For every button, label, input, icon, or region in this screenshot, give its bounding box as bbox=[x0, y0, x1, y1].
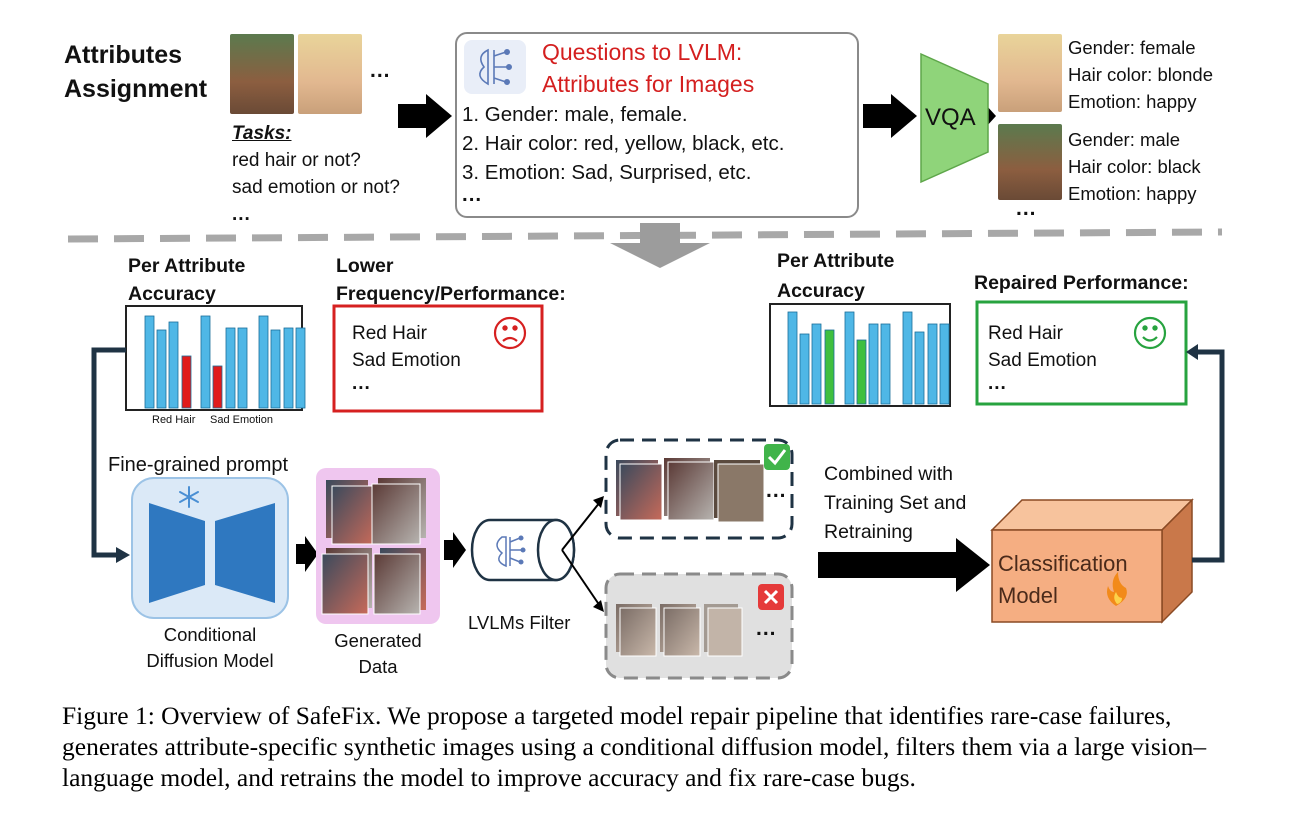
arrow-to-classification bbox=[818, 538, 990, 592]
fire-icon bbox=[1107, 572, 1127, 606]
arrow-to-diffusion bbox=[91, 347, 126, 558]
tasks-label: Tasks: bbox=[232, 123, 292, 144]
lower-performance-box bbox=[332, 304, 544, 413]
lower-performance-list: Red Hair Sad Emotion ... bbox=[352, 323, 461, 394]
classification-model-box bbox=[990, 498, 1194, 624]
accuracy-bar bbox=[258, 315, 269, 409]
repaired-performance-title: Repaired Performance: bbox=[974, 272, 1189, 294]
input-face-image-2 bbox=[298, 34, 362, 114]
rejected-images bbox=[616, 604, 743, 657]
questions-list: 1. Gender: male, female. 2. Hair color: … bbox=[462, 100, 785, 206]
arrow-to-repaired bbox=[1192, 349, 1225, 563]
accuracy-bar bbox=[168, 321, 179, 409]
left-tick-red-hair: Red Hair bbox=[152, 414, 196, 426]
accuracy-bar bbox=[914, 331, 925, 405]
left-tick-sad-emotion: Sad Emotion bbox=[210, 414, 273, 426]
rejected-ellipsis: ... bbox=[756, 617, 777, 640]
accuracy-bar bbox=[939, 323, 950, 405]
generated-data-label: Generated Data bbox=[334, 630, 422, 677]
diffusion-decoder bbox=[215, 503, 275, 603]
tasks-block: Tasks: red hair or not? sad emotion or n… bbox=[232, 120, 400, 228]
reject-icon bbox=[758, 584, 784, 610]
filter-brain-icon bbox=[496, 535, 526, 568]
lower-performance-title: Lower Frequency/Performance: bbox=[336, 255, 566, 305]
result-attributes-1: Gender: female Hair color: blonde Emotio… bbox=[1068, 37, 1213, 112]
snowflake-icon bbox=[179, 486, 199, 508]
lvlm-filter-label: LVLMs Filter bbox=[468, 612, 571, 633]
task-item: sad emotion or not? bbox=[232, 177, 400, 198]
check-icon bbox=[764, 444, 790, 470]
diffusion-encoder bbox=[149, 503, 205, 603]
result-face-image-2 bbox=[998, 124, 1062, 200]
combined-retraining-label: Combined with Training Set and Retrainin… bbox=[824, 463, 967, 543]
vqa-block bbox=[920, 52, 989, 184]
tasks-ellipsis: ... bbox=[232, 204, 251, 225]
accepted-ellipsis: ... bbox=[766, 479, 787, 502]
figure-caption: Figure 1: Overview of SafeFix. We propos… bbox=[62, 701, 1207, 792]
down-arrow bbox=[610, 223, 710, 268]
input-face-image-1 bbox=[230, 34, 294, 114]
smiley-face-icon bbox=[1133, 316, 1167, 350]
fine-grained-prompt-label: Fine-grained prompt bbox=[108, 454, 289, 476]
accuracy-bar bbox=[181, 355, 192, 409]
left-accuracy-bars bbox=[144, 315, 306, 409]
accepted-images bbox=[616, 458, 765, 523]
accuracy-bar bbox=[225, 327, 236, 409]
questions-ellipsis: ... bbox=[462, 183, 483, 206]
arrow-to-filter bbox=[444, 532, 466, 568]
result-face-image-1 bbox=[998, 34, 1062, 112]
accuracy-bar bbox=[156, 329, 167, 409]
left-accuracy-title: Per Attribute Accuracy bbox=[128, 255, 246, 305]
attributes-assignment-title: Attributes Assignment bbox=[64, 41, 208, 103]
accuracy-bar bbox=[200, 315, 211, 409]
task-item: red hair or not? bbox=[232, 150, 361, 171]
results-ellipsis: ... bbox=[1016, 197, 1037, 220]
accuracy-bar bbox=[787, 311, 798, 405]
arrow-to-vqa bbox=[863, 94, 917, 138]
right-accuracy-title: Per Attribute Accuracy bbox=[777, 250, 895, 302]
arrow-to-generated bbox=[296, 536, 318, 572]
accuracy-bar bbox=[856, 339, 867, 405]
right-accuracy-bars bbox=[787, 311, 950, 405]
result-attributes-2: Gender: male Hair color: black Emotion: … bbox=[1068, 129, 1201, 204]
accuracy-bar bbox=[212, 365, 223, 409]
classification-model-label: Classification Model bbox=[998, 551, 1128, 608]
accuracy-bar bbox=[799, 333, 810, 405]
questions-title: Questions to LVLM: Attributes for Images bbox=[542, 39, 755, 97]
accuracy-bar bbox=[144, 315, 155, 409]
question-item: 1. Gender: male, female. bbox=[462, 103, 688, 126]
accuracy-bar bbox=[270, 329, 281, 409]
diffusion-model-label: Conditional Diffusion Model bbox=[146, 624, 274, 671]
accuracy-bar bbox=[902, 311, 913, 405]
accuracy-bar bbox=[295, 327, 306, 409]
diagram-canvas bbox=[67, 52, 1225, 680]
questions-brain-icon bbox=[464, 40, 526, 94]
question-item: 2. Hair color: red, yellow, black, etc. bbox=[462, 132, 785, 155]
accuracy-bar bbox=[844, 311, 855, 405]
sad-face-icon bbox=[493, 316, 527, 350]
accuracy-bar bbox=[927, 323, 938, 405]
generated-images bbox=[321, 478, 426, 615]
brain-icon bbox=[479, 48, 512, 86]
accuracy-bar bbox=[880, 323, 891, 405]
accuracy-bar bbox=[237, 327, 248, 409]
input-faces-ellipsis: ... bbox=[370, 59, 391, 82]
question-item: 3. Emotion: Sad, Surprised, etc. bbox=[462, 161, 752, 184]
lvlm-filter-cylinder bbox=[470, 518, 576, 582]
vqa-label: VQA bbox=[925, 104, 976, 131]
accuracy-bar bbox=[868, 323, 879, 405]
arrow-to-questions bbox=[398, 94, 452, 138]
filter-branch-arrows bbox=[561, 501, 601, 607]
accuracy-bar bbox=[811, 323, 822, 405]
accuracy-bar bbox=[283, 327, 294, 409]
repaired-performance-list: Red Hair Sad Emotion ... bbox=[988, 323, 1097, 394]
accuracy-bar bbox=[824, 329, 835, 405]
